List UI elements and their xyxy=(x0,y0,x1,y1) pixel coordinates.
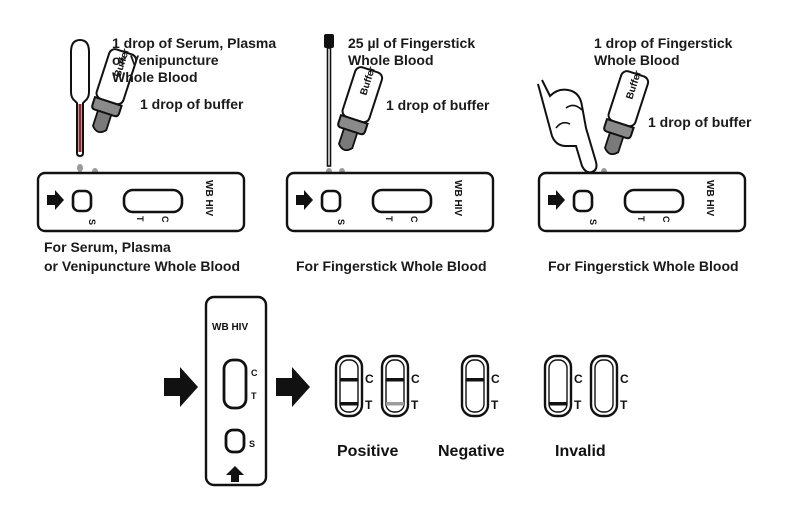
result-window-example: CT xyxy=(380,354,420,418)
t-label: T xyxy=(365,398,373,412)
sample-well xyxy=(320,189,342,213)
upright-cassette: WB HIV C T S xyxy=(204,295,268,487)
arrow-right-icon xyxy=(276,367,310,407)
sample-well-label: S xyxy=(87,219,97,225)
result-window-example: CT xyxy=(460,354,500,418)
buffer-bottle-icon: Buffer xyxy=(337,65,384,152)
panel2-instruction-line1: 25 µl of Fingerstick xyxy=(348,35,475,51)
panel1-buffer-text: 1 drop of buffer xyxy=(140,96,244,112)
upright-t-label: T xyxy=(251,391,257,401)
arrow-right-icon xyxy=(548,190,565,210)
upright-c-label: C xyxy=(251,368,258,378)
c-label: C xyxy=(160,216,170,223)
brand-label: WB HIV xyxy=(203,180,214,216)
panel3-instruction-line1: 1 drop of Fingerstick xyxy=(594,35,733,51)
t-label: T xyxy=(620,398,628,412)
hand-icon xyxy=(537,79,598,180)
c-label: C xyxy=(409,216,419,223)
c-label: C xyxy=(491,372,500,386)
panel3-caption: For Fingerstick Whole Blood xyxy=(548,258,739,274)
result-window-example: CT xyxy=(589,354,629,418)
upright-brand-label: WB HIV xyxy=(212,322,248,333)
sample-drop xyxy=(77,164,83,172)
sample-well xyxy=(572,189,594,213)
panel2-buffer-text: 1 drop of buffer xyxy=(386,97,490,113)
result-label-invalid: Invalid xyxy=(555,443,606,460)
test-line xyxy=(549,402,567,406)
buffer-bottle-icon: Buffer xyxy=(91,47,138,134)
upright-sample-well xyxy=(224,428,246,454)
sample-well-label: S xyxy=(588,219,598,225)
brand-label: WB HIV xyxy=(704,180,715,216)
panel2-caption: For Fingerstick Whole Blood xyxy=(296,258,487,274)
panel-serum-plasma: Buffer 1 drop of Serum, Plasma or Venipu… xyxy=(36,35,276,274)
upright-result-window xyxy=(222,358,248,410)
result-label-negative: Negative xyxy=(438,443,505,460)
t-label: T xyxy=(574,398,582,412)
panel1-caption-line1: For Serum, Plasma xyxy=(44,239,171,255)
arrow-right-icon xyxy=(164,367,198,407)
dropper-icon xyxy=(70,38,90,172)
test-line xyxy=(386,402,404,406)
t-label: T xyxy=(384,216,394,222)
c-label: C xyxy=(411,372,420,386)
panel-fingerstick-direct: Buffer 1 drop of Fingerstick Whole Blood… xyxy=(537,35,752,274)
result-window xyxy=(122,188,184,214)
panel1-instruction-line3: Whole Blood xyxy=(112,69,198,85)
upright-s-label: S xyxy=(249,439,255,449)
result-window xyxy=(371,188,433,214)
buffer-bottle-icon: Buffer xyxy=(603,69,650,156)
result-window-example: CT xyxy=(334,354,374,418)
control-line xyxy=(386,378,404,382)
test-line xyxy=(340,402,358,406)
panel2-instruction-line2: Whole Blood xyxy=(348,52,434,68)
brand-label: WB HIV xyxy=(452,180,463,216)
panel1-instruction-line2: or Venipuncture xyxy=(112,52,219,68)
sample-well xyxy=(71,189,93,213)
c-label: C xyxy=(620,372,629,386)
arrow-up-icon xyxy=(226,466,244,482)
c-label: C xyxy=(661,216,671,223)
panel-fingerstick-pipette: Buffer 25 µl of Fingerstick Whole Blood … xyxy=(285,34,495,274)
c-label: C xyxy=(574,372,583,386)
t-label: T xyxy=(135,216,145,222)
arrow-right-icon xyxy=(47,190,64,210)
t-label: T xyxy=(411,398,419,412)
c-label: C xyxy=(365,372,374,386)
panel3-buffer-text: 1 drop of buffer xyxy=(648,114,752,130)
control-line xyxy=(340,378,358,382)
result-reading-section: WB HIV C T S CTCTPositiveCTNegativeCTCTI… xyxy=(164,295,629,487)
panel1-instruction-line1: 1 drop of Serum, Plasma xyxy=(112,35,276,51)
control-line xyxy=(466,378,484,382)
panel3-instruction-line2: Whole Blood xyxy=(594,52,680,68)
arrow-right-icon xyxy=(296,190,313,210)
result-window-example: CT xyxy=(543,354,583,418)
t-label: T xyxy=(491,398,499,412)
result-label-positive: Positive xyxy=(337,443,398,460)
result-window xyxy=(623,188,685,214)
t-label: T xyxy=(636,216,646,222)
test-cassette: S T C WB HIV xyxy=(537,171,747,233)
panel1-caption-line2: or Venipuncture Whole Blood xyxy=(44,258,240,274)
test-cassette: S T C WB HIV xyxy=(285,171,495,233)
test-cassette: S T C WB HIV xyxy=(36,171,246,233)
sample-well-label: S xyxy=(336,219,346,225)
capillary-tube-icon xyxy=(324,34,334,176)
